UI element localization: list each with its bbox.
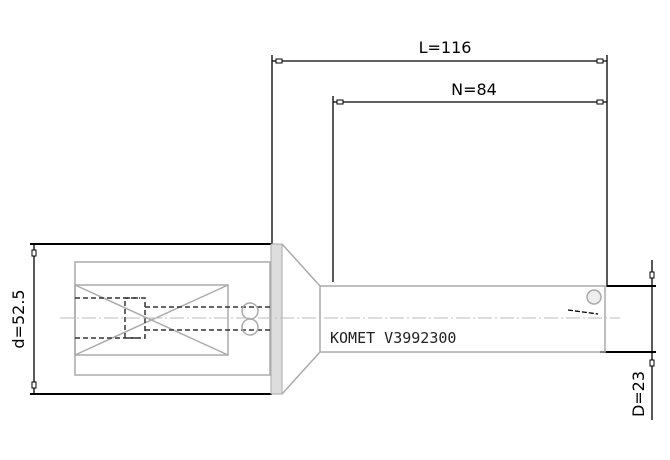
dimension-N: N=84 [332, 80, 607, 282]
dimension-D: D=23 [600, 260, 656, 420]
dimension-D-label: D=23 [629, 371, 648, 417]
dimension-d: d=52.5 [9, 243, 272, 395]
dimension-N-label: N=84 [451, 80, 497, 99]
dimension-L-label: L=116 [419, 38, 472, 57]
dimension-d-label: d=52.5 [9, 289, 28, 348]
tool-marking: KOMET V3992300 [330, 329, 456, 347]
tool-body: KOMET V3992300 [60, 243, 620, 395]
insert-screw-icon [586, 289, 602, 305]
dimension-L: L=116 [271, 38, 608, 287]
